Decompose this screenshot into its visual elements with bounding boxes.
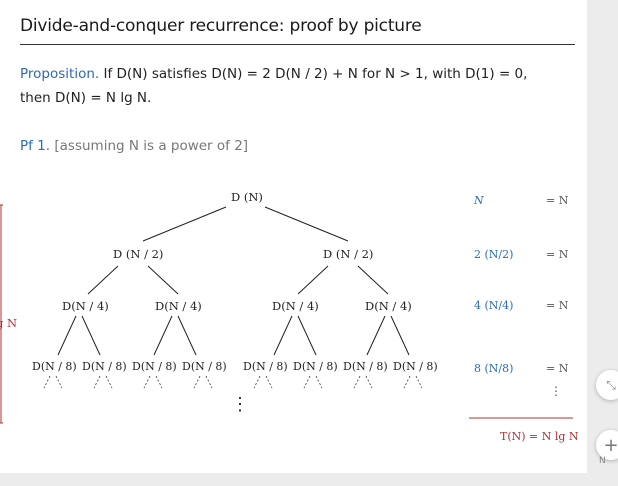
fit-screen-button[interactable]: ⤡ (596, 370, 618, 400)
proof-note: [assuming N is a power of 2] (54, 138, 249, 154)
level-equals-0: = N (546, 194, 569, 207)
tree-continuation-dots: ⋮ (231, 394, 249, 415)
proof-label: Pf 1. (20, 138, 51, 154)
tree-node-l3: D(N / 8) (132, 360, 177, 373)
tree-node-l3: D(N / 8) (182, 360, 227, 373)
level-equals-1: = N (546, 248, 569, 261)
page-mark: N (599, 456, 606, 466)
tree-node-l2: D(N / 4) (272, 299, 319, 313)
proposition-label: Proposition. (20, 66, 100, 82)
equals-continuation-dots: ⋮ (550, 384, 562, 398)
level-cost-2: 4 (N/4) (474, 299, 514, 312)
tree-node-l3: D(N / 8) (32, 360, 77, 373)
recursion-tree-edges (0, 204, 573, 424)
level-cost-3: 8 (N/8) (474, 362, 514, 375)
plus-icon: + (603, 434, 618, 456)
title-divider (20, 44, 575, 45)
tree-node-l1: D (N / 2) (323, 247, 374, 261)
tree-node-l3: D(N / 8) (243, 360, 288, 373)
height-label: g N (0, 316, 18, 330)
proposition-text: If D(N) satisfies D(N) = 2 D(N / 2) + N … (103, 66, 528, 82)
tree-node-l1: D (N / 2) (113, 247, 164, 261)
slide-canvas: Divide-and-conquer recurrence: proof by … (0, 0, 587, 473)
level-equals-2: = N (546, 299, 569, 312)
tree-node-l3: D(N / 8) (293, 360, 338, 373)
tree-node-l2: D(N / 4) (365, 299, 412, 313)
proposition: Proposition. If D(N) satisfies D(N) = 2 … (20, 62, 527, 110)
proposition-text-2: then D(N) = N lg N. (20, 90, 152, 106)
fit-screen-icon: ⤡ (606, 377, 616, 392)
tree-node-l2: D(N / 4) (62, 299, 109, 313)
level-equals-3: = N (546, 362, 569, 375)
slide-title: Divide-and-conquer recurrence: proof by … (20, 16, 422, 36)
level-cost-1: 2 (N/2) (474, 248, 514, 261)
zoom-in-button[interactable]: + (596, 430, 618, 460)
tree-node-l3: D(N / 8) (393, 360, 438, 373)
level-cost-0: N (474, 194, 484, 207)
tree-node-l3: D(N / 8) (82, 360, 127, 373)
total-cost: T(N) = N lg N (500, 430, 579, 443)
tree-node-l3: D(N / 8) (343, 360, 388, 373)
tree-root: D (N) (231, 190, 263, 204)
tree-node-l2: D(N / 4) (155, 299, 202, 313)
proof-line: Pf 1. [assuming N is a power of 2] (20, 134, 248, 158)
